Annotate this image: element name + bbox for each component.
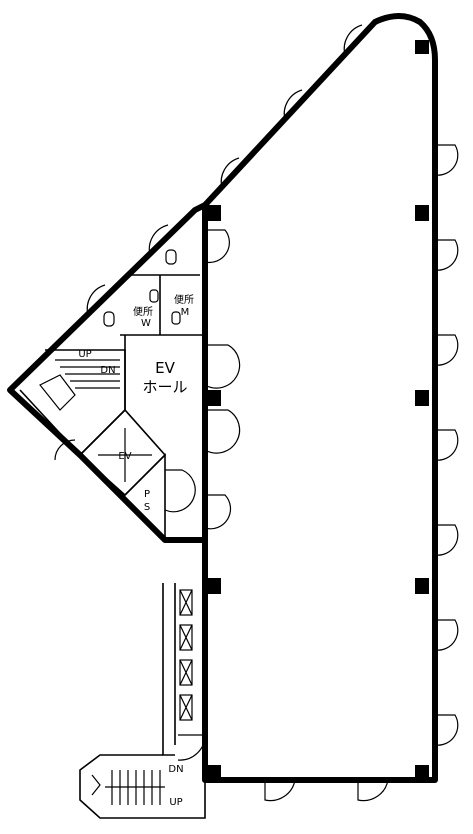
ps-wall	[124, 453, 166, 540]
upper-stair-dn-label: DN	[100, 365, 115, 376]
upper-stair-up-label: UP	[78, 349, 91, 360]
pillar	[415, 765, 429, 781]
upper-stair-treads	[39, 359, 120, 411]
toilet-m-label-2: M	[181, 307, 190, 318]
east-window-swings	[434, 144, 459, 746]
lower-stair-up-label: UP	[169, 797, 182, 808]
lower-stair-wall	[79, 754, 206, 819]
south-window-swings	[264, 779, 389, 802]
core-wall	[7, 202, 208, 543]
pillar	[205, 205, 221, 221]
ev-hall-label: EV	[155, 359, 175, 377]
pillar	[415, 205, 429, 221]
pillar	[415, 40, 429, 54]
lower-stair-treads	[91, 770, 165, 805]
toilet-m-label: 便所	[174, 293, 194, 306]
lower-corridor-wall	[162, 583, 176, 756]
toilet-w-label-2: W	[141, 318, 151, 329]
stair-wall	[19, 349, 126, 457]
toilet-w-label: 便所	[133, 305, 153, 318]
elevator-label: EV	[118, 451, 131, 462]
lower-stair-dn-label: DN	[168, 764, 183, 775]
outer-wall	[202, 13, 438, 783]
ps-label: P	[144, 489, 150, 500]
ps-label-2: S	[144, 502, 150, 513]
pillar	[205, 765, 221, 781]
pillar	[205, 390, 221, 406]
west-wall-doors	[164, 229, 241, 530]
lower-corridor-door	[177, 734, 206, 761]
hatched-shafts	[179, 589, 193, 721]
ev-hall-label-2: ホール	[142, 378, 187, 396]
toilet-fixtures	[103, 249, 181, 327]
pillar	[205, 578, 221, 594]
diagonal-window-swings	[54, 24, 363, 461]
pillar	[415, 578, 429, 594]
elevator-shaft	[98, 428, 152, 482]
pillar	[415, 390, 429, 406]
